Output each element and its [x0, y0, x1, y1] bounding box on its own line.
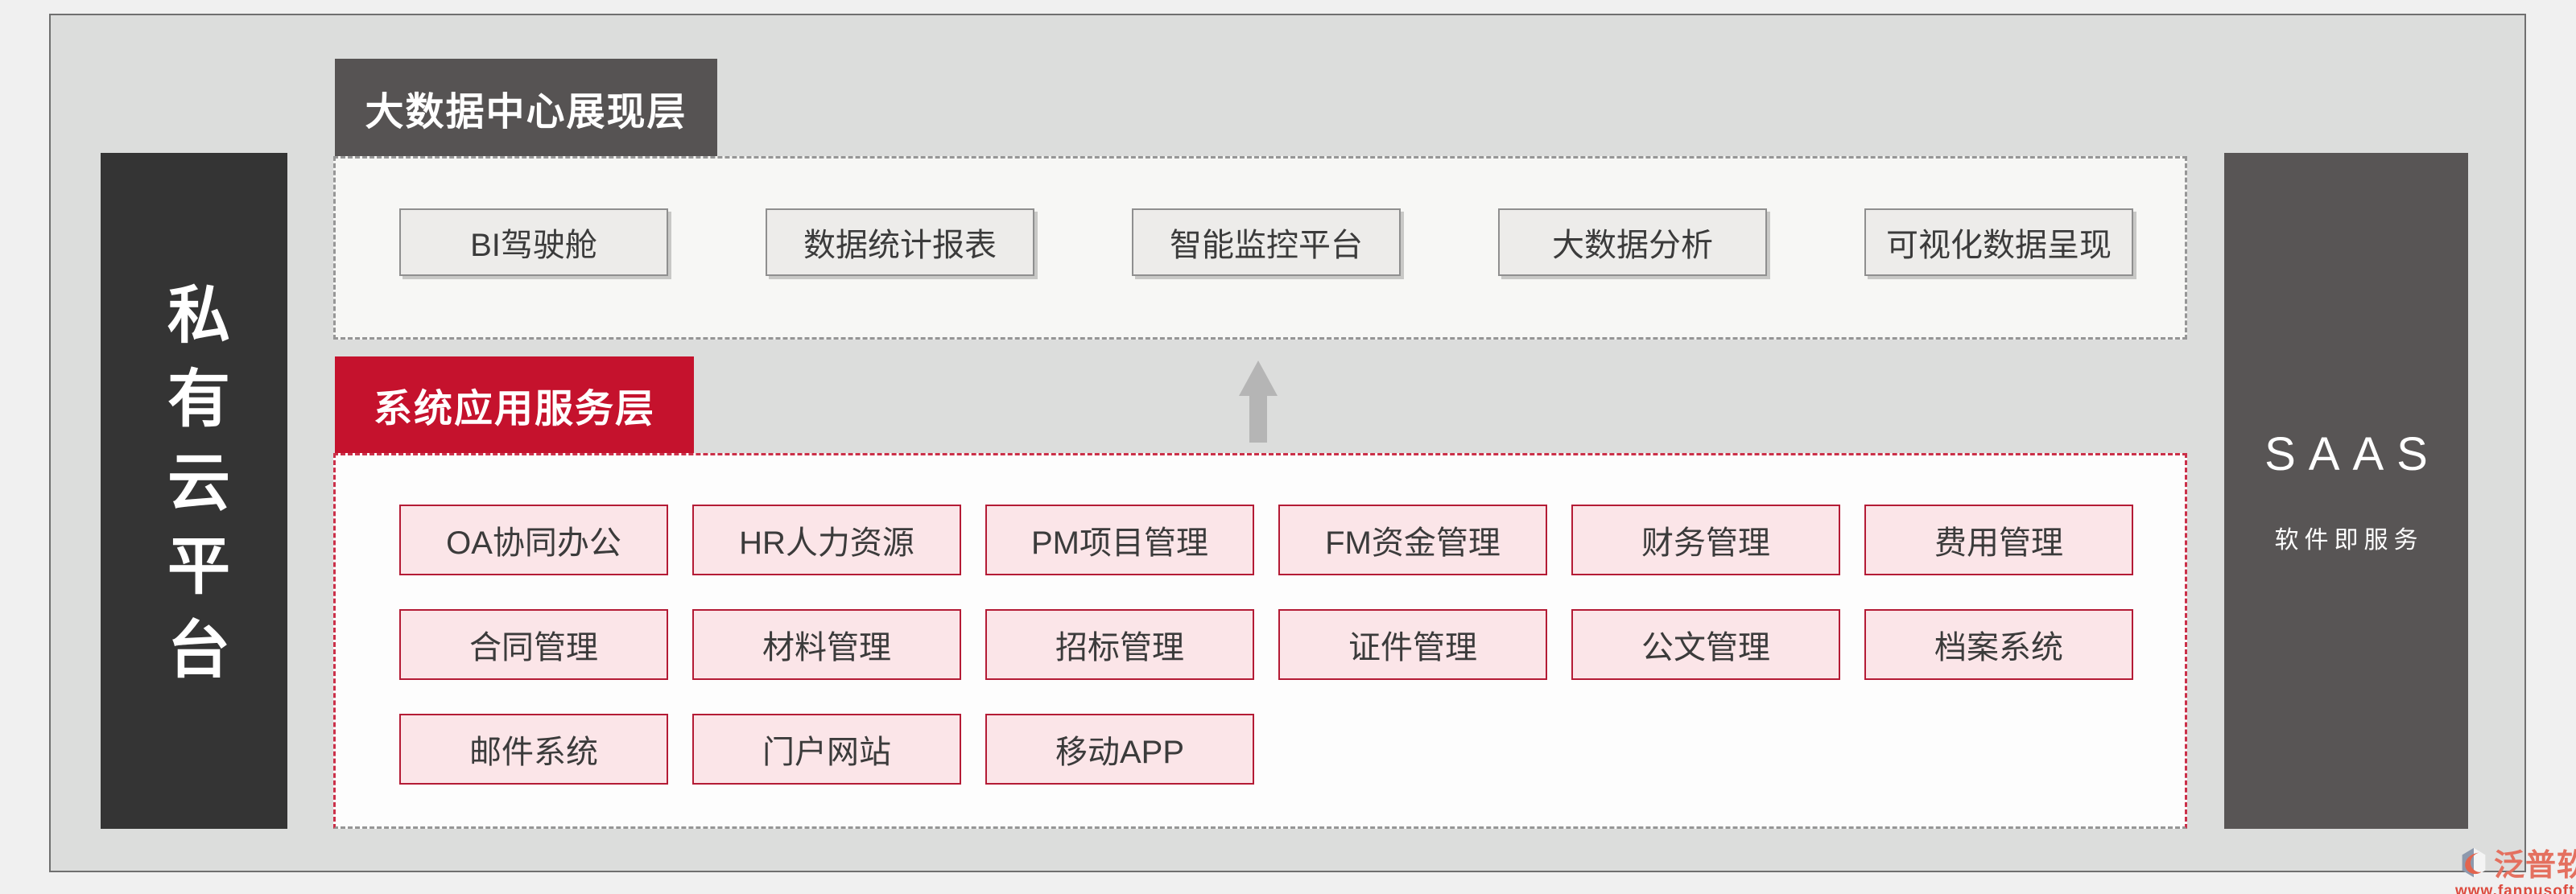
presentation-layer-area: BI驾驶舱 数据统计报表 智能监控平台 大数据分析 可视化数据呈现: [333, 156, 2187, 340]
application-module-certificate[interactable]: 证件管理: [1278, 609, 1547, 680]
application-module-mail[interactable]: 邮件系统: [399, 714, 668, 785]
saas-subtitle: 软件即服务: [2274, 526, 2424, 554]
application-layer-header: 系统应用服务层: [335, 356, 694, 453]
application-module-material[interactable]: 材料管理: [692, 609, 961, 680]
application-layer-area: OA协同办公 HR人力资源 PM项目管理 FM资金管理 财务管理 费用管理 合同…: [333, 453, 2187, 829]
watermark-brand: 泛普软件: [2494, 849, 2576, 883]
application-module-mobile-app[interactable]: 移动APP: [985, 714, 1254, 785]
presentation-module-bi[interactable]: BI驾驶舱: [399, 208, 668, 276]
application-module-document[interactable]: 公文管理: [1571, 609, 1840, 680]
application-module-fm[interactable]: FM资金管理: [1278, 505, 1547, 575]
application-module-oa[interactable]: OA协同办公: [399, 505, 668, 575]
presentation-module-report[interactable]: 数据统计报表: [766, 208, 1034, 276]
arrow-shaft: [1249, 396, 1267, 443]
private-cloud-panel: 私有云平台: [101, 153, 287, 829]
saas-panel: SAAS 软件即服务: [2224, 153, 2468, 829]
fanpu-logo-icon: [2462, 847, 2486, 877]
private-cloud-title: 私有云平台: [159, 282, 229, 700]
application-module-bidding[interactable]: 招标管理: [985, 609, 1254, 680]
arrow-up-icon: [1239, 360, 1278, 443]
presentation-module-visual[interactable]: 可视化数据呈现: [1864, 208, 2133, 276]
arrow-head: [1239, 360, 1278, 396]
application-module-archive[interactable]: 档案系统: [1864, 609, 2133, 680]
watermark-url-link[interactable]: www.fanpusoft.com: [2455, 883, 2576, 894]
presentation-module-bigdata[interactable]: 大数据分析: [1498, 208, 1767, 276]
application-module-hr[interactable]: HR人力资源: [692, 505, 961, 575]
application-module-contract[interactable]: 合同管理: [399, 609, 668, 680]
presentation-module-monitor[interactable]: 智能监控平台: [1132, 208, 1401, 276]
saas-title: SAAS: [2264, 427, 2441, 480]
watermark: 泛普软件 www.fanpusoft.com: [2455, 840, 2576, 894]
presentation-layer-header: 大数据中心展现层: [335, 59, 717, 156]
application-module-portal[interactable]: 门户网站: [692, 714, 961, 785]
application-layer-header-label: 系统应用服务层: [373, 388, 655, 431]
application-module-pm[interactable]: PM项目管理: [985, 505, 1254, 575]
application-module-finance[interactable]: 财务管理: [1571, 505, 1840, 575]
application-module-expense[interactable]: 费用管理: [1864, 505, 2133, 575]
presentation-layer-header-label: 大数据中心展现层: [365, 90, 687, 134]
